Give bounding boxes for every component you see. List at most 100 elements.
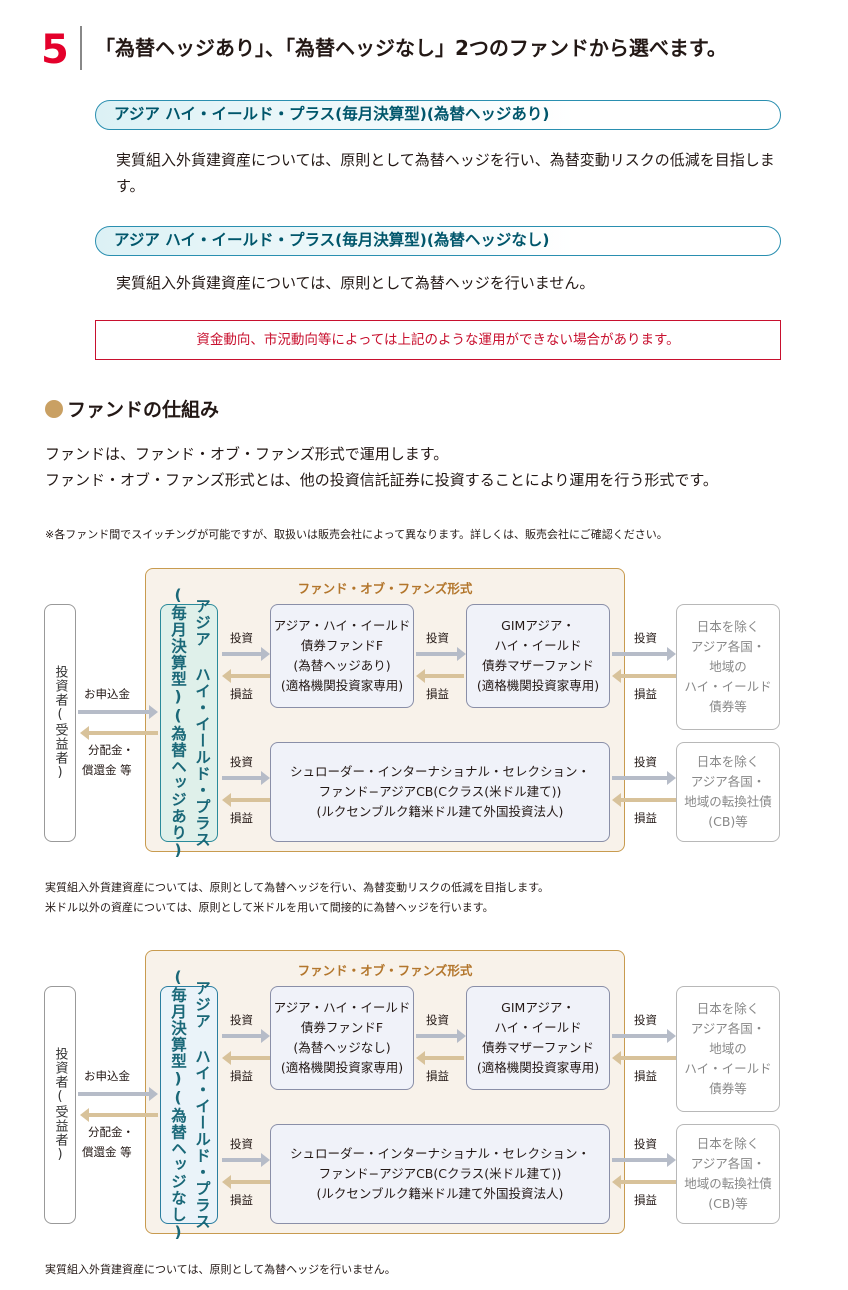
schroder-line-1: シュローダー・インターナショナル・セレクション・ bbox=[289, 1146, 590, 1161]
invest-arrow bbox=[612, 771, 676, 785]
schroder-line-2: ファンド−アジアCB(Cクラス(米ドル建て)) bbox=[318, 1166, 562, 1181]
fund-name-line-1: アジア ハイ・イールド・プラス bbox=[193, 598, 211, 848]
payout-label-2: 償還金 等 bbox=[82, 763, 132, 777]
mother-fund-line-1: GIMアジア・ bbox=[501, 1000, 575, 1015]
pl-arrow bbox=[612, 793, 676, 807]
fund-name-line-2: (毎月決算型)(為替ヘッジなし) bbox=[169, 968, 187, 1242]
structure-line-2: ファンド・オブ・ファンズ形式とは、他の投資信託証券に投資することにより運用を行う… bbox=[45, 471, 718, 489]
bond-fund-box: アジア・ハイ・イールド 債券ファンドF (為替ヘッジあり) (適格機関投資家専用… bbox=[270, 604, 414, 708]
bond-fund-box: アジア・ハイ・イールド 債券ファンドF (為替ヘッジなし) (適格機関投資家専用… bbox=[270, 986, 414, 1090]
mother-fund-line-3: 債券マザーファンド bbox=[482, 658, 594, 673]
target-hy-box: 日本を除く アジア各国・ 地域の ハイ・イールド 債券等 bbox=[676, 604, 780, 730]
bond-fund-line-2: 債券ファンドF bbox=[300, 638, 384, 653]
bond-fund-line-3: (為替ヘッジなし) bbox=[293, 1040, 391, 1055]
fund-box: アジア ハイ・イールド・プラス (毎月決算型)(為替ヘッジなし) bbox=[160, 968, 218, 1242]
target-hy-line-5: 債券等 bbox=[709, 1081, 747, 1096]
target-cb-line-2: アジア各国・ bbox=[690, 774, 766, 789]
schroder-fund-box: シュローダー・インターナショナル・セレクション・ ファンド−アジアCB(Cクラス… bbox=[270, 1124, 610, 1224]
target-hy-line-4: ハイ・イールド bbox=[684, 679, 772, 694]
pl-label: 損益 bbox=[426, 1069, 449, 1083]
pl-arrow bbox=[416, 1051, 464, 1065]
schroder-line-2: ファンド−アジアCB(Cクラス(米ドル建て)) bbox=[318, 784, 562, 799]
pl-label: 損益 bbox=[426, 687, 449, 701]
payout-arrow bbox=[80, 1108, 158, 1122]
diagram-hedged-note-1: 実質組入外貨建資産については、原則として為替ヘッジを行い、為替変動リスクの低減を… bbox=[45, 881, 550, 894]
fund-hedged-title: アジア ハイ・イールド・プラス(毎月決算型)(為替ヘッジあり) bbox=[95, 100, 781, 130]
section-number: 5 bbox=[41, 27, 69, 73]
apply-label: お申込金 bbox=[84, 687, 130, 701]
mother-fund-line-4: (適格機関投資家専用) bbox=[476, 1060, 600, 1075]
payout-arrow bbox=[80, 726, 158, 740]
pl-label: 損益 bbox=[230, 1069, 253, 1083]
pl-label: 損益 bbox=[634, 1193, 657, 1207]
diagram-unhedged: ファンド・オブ・ファンズ形式 投資者(受益者) お申込金 分配金・ 償還金 等 … bbox=[0, 950, 848, 1242]
pl-label: 損益 bbox=[230, 687, 253, 701]
mother-fund-line-3: 債券マザーファンド bbox=[482, 1040, 594, 1055]
mother-fund-line-4: (適格機関投資家専用) bbox=[476, 678, 600, 693]
section-divider bbox=[80, 26, 82, 70]
target-cb-line-2: アジア各国・ bbox=[690, 1156, 766, 1171]
invest-arrow bbox=[222, 647, 270, 661]
invest-label: 投資 bbox=[634, 755, 657, 769]
target-hy-box: 日本を除く アジア各国・ 地域の ハイ・イールド 債券等 bbox=[676, 986, 780, 1112]
fund-name-line-1: アジア ハイ・イールド・プラス bbox=[193, 980, 211, 1230]
apply-arrow bbox=[78, 705, 158, 719]
invest-arrow bbox=[222, 771, 270, 785]
fund-box: アジア ハイ・イールド・プラス (毎月決算型)(為替ヘッジあり) bbox=[160, 586, 218, 860]
mother-fund-box: GIMアジア・ ハイ・イールド 債券マザーファンド (適格機関投資家専用) bbox=[466, 604, 610, 708]
target-hy-line-2: アジア各国・ bbox=[690, 639, 766, 654]
bullet-dot-icon bbox=[45, 400, 63, 418]
payout-label-1: 分配金・ bbox=[88, 1125, 134, 1139]
structure-line-1: ファンドは、ファンド・オブ・ファンズ形式で運用します。 bbox=[45, 445, 449, 463]
target-cb-box: 日本を除く アジア各国・ 地域の転換社債 (CB)等 bbox=[676, 742, 780, 842]
mother-fund-line-1: GIMアジア・ bbox=[501, 618, 575, 633]
mother-fund-line-2: ハイ・イールド bbox=[494, 1020, 582, 1035]
target-hy-line-3: 地域の bbox=[709, 1041, 747, 1056]
invest-label: 投資 bbox=[230, 631, 253, 645]
payout-label-2: 償還金 等 bbox=[82, 1145, 132, 1159]
warning-notice: 資金動向、市況動向等によっては上記のような運用ができない場合があります。 bbox=[95, 320, 781, 360]
structure-heading: ファンドの仕組み bbox=[45, 396, 219, 424]
diagram-unhedged-note: 実質組入外貨建資産については、原則として為替ヘッジを行いません。 bbox=[45, 1263, 396, 1276]
investor-box: 投資者(受益者) bbox=[44, 986, 76, 1224]
target-hy-line-4: ハイ・イールド bbox=[684, 1061, 772, 1076]
target-hy-line-5: 債券等 bbox=[709, 699, 747, 714]
pl-label: 損益 bbox=[230, 1193, 253, 1207]
diagram-hedged-note-2: 米ドル以外の資産については、原則として米ドルを用いて間接的に為替ヘッジを行います… bbox=[45, 901, 494, 914]
invest-arrow bbox=[222, 1153, 270, 1167]
target-hy-line-3: 地域の bbox=[709, 659, 747, 674]
pl-arrow bbox=[222, 1175, 270, 1189]
diagram-hedged: ファンド・オブ・ファンズ形式 投資者(受益者) お申込金 分配金・ 償還金 等 … bbox=[0, 568, 848, 860]
target-cb-line-1: 日本を除く bbox=[696, 1136, 760, 1151]
pl-arrow bbox=[612, 669, 676, 683]
pl-arrow bbox=[612, 1051, 676, 1065]
investor-label: 投資者(受益者) bbox=[52, 1047, 68, 1163]
fund-name-line-2: (毎月決算型)(為替ヘッジあり) bbox=[169, 586, 187, 860]
invest-label: 投資 bbox=[634, 1137, 657, 1151]
invest-label: 投資 bbox=[230, 1013, 253, 1027]
invest-label: 投資 bbox=[230, 755, 253, 769]
pl-label: 損益 bbox=[230, 811, 253, 825]
schroder-line-3: (ルクセンブルク籍米ドル建て外国投資法人) bbox=[316, 804, 564, 819]
bond-fund-line-3: (為替ヘッジあり) bbox=[293, 658, 391, 673]
pl-arrow bbox=[416, 669, 464, 683]
schroder-line-3: (ルクセンブルク籍米ドル建て外国投資法人) bbox=[316, 1186, 564, 1201]
invest-arrow bbox=[612, 647, 676, 661]
investor-box: 投資者(受益者) bbox=[44, 604, 76, 842]
target-cb-line-4: (CB)等 bbox=[708, 1196, 748, 1211]
invest-arrow bbox=[416, 647, 466, 661]
invest-arrow bbox=[612, 1029, 676, 1043]
pl-arrow bbox=[222, 669, 270, 683]
invest-arrow bbox=[222, 1029, 270, 1043]
target-hy-line-1: 日本を除く bbox=[696, 1001, 760, 1016]
mother-fund-line-2: ハイ・イールド bbox=[494, 638, 582, 653]
bond-fund-line-2: 債券ファンドF bbox=[300, 1020, 384, 1035]
section-title: 「為替ヘッジあり」、「為替ヘッジなし」2つのファンドから選べます。 bbox=[95, 36, 727, 60]
invest-label: 投資 bbox=[634, 631, 657, 645]
target-cb-line-3: 地域の転換社債 bbox=[684, 1176, 772, 1191]
bond-fund-line-1: アジア・ハイ・イールド bbox=[273, 618, 411, 633]
schroder-line-1: シュローダー・インターナショナル・セレクション・ bbox=[289, 764, 590, 779]
invest-label: 投資 bbox=[426, 1013, 449, 1027]
fof-label: ファンド・オブ・ファンズ形式 bbox=[297, 963, 473, 978]
apply-arrow bbox=[78, 1087, 158, 1101]
